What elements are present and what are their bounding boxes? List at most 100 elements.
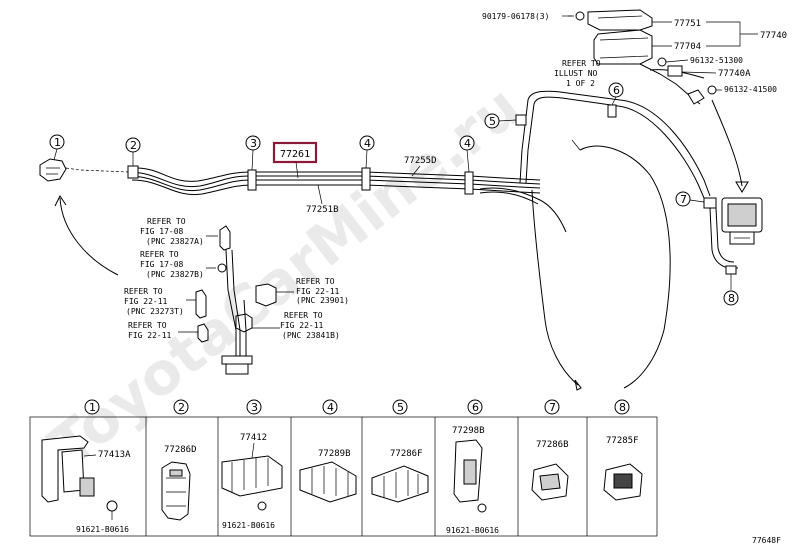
panel-4-part[interactable] bbox=[299, 461, 357, 503]
left-connector[interactable] bbox=[39, 158, 67, 182]
label-77740: 77740 bbox=[760, 31, 787, 41]
panel-3-part[interactable] bbox=[221, 455, 283, 511]
refer-to-area: REFER TO FIG 17-08 (PNC 23827A) REFER TO… bbox=[124, 217, 349, 375]
svg-text:8: 8 bbox=[619, 401, 626, 414]
direction-arrow bbox=[59, 197, 119, 276]
hose-77740A[interactable] bbox=[667, 65, 683, 77]
refer-6-l1: REFER TO bbox=[284, 311, 323, 320]
panel-2-part[interactable] bbox=[161, 461, 191, 521]
svg-text:5: 5 bbox=[489, 115, 496, 128]
refer-1-l2: FIG 17-08 bbox=[140, 227, 184, 236]
svg-text:1: 1 bbox=[54, 136, 61, 149]
label-77261-highlighted: 77261 bbox=[280, 149, 310, 160]
refer-2-l3: (PNC 23827B) bbox=[146, 270, 204, 279]
callouts: 1 2 3 4 4 5 6 7 8 bbox=[49, 82, 739, 306]
highlight-box[interactable] bbox=[272, 141, 318, 164]
svg-text:4: 4 bbox=[464, 137, 471, 150]
label-96132-41500: 96132-41500 bbox=[724, 85, 777, 94]
label-refer-illust-1: REFER TO bbox=[562, 59, 601, 68]
fitting-c[interactable] bbox=[195, 289, 207, 319]
callout-5: 5 bbox=[484, 113, 517, 129]
panel-6-label-a: 77298B bbox=[452, 426, 485, 436]
panel-8-part[interactable] bbox=[603, 463, 643, 501]
main-assembly bbox=[39, 9, 763, 391]
label-90179: 90179-06178(3) bbox=[482, 12, 549, 21]
panel-6-part[interactable] bbox=[453, 439, 487, 513]
clamp-96132-51300[interactable] bbox=[657, 57, 667, 67]
clamp-3[interactable] bbox=[247, 169, 257, 191]
panel-num-5: 5 bbox=[392, 399, 408, 415]
callout-4b: 4 bbox=[459, 135, 475, 173]
panel-num-2: 2 bbox=[173, 399, 189, 415]
svg-text:7: 7 bbox=[680, 193, 687, 206]
figure-code: 77648F bbox=[752, 536, 781, 545]
svg-text:2: 2 bbox=[130, 139, 137, 152]
svg-text:4: 4 bbox=[364, 137, 371, 150]
callout-3: 3 bbox=[245, 135, 261, 171]
refer-3-l3: (PNC 23273T) bbox=[126, 307, 184, 316]
fitting-b[interactable] bbox=[217, 263, 227, 273]
main-labels: 90179-06178(3) 77751 77740 77704 REFER T… bbox=[272, 12, 787, 215]
clamp-6[interactable] bbox=[607, 104, 617, 118]
panel-1-label-b: 91621-B0616 bbox=[76, 525, 129, 534]
svg-text:7: 7 bbox=[549, 401, 556, 414]
panel-1-label-a: 77413A bbox=[98, 450, 131, 460]
panel-num-4: 4 bbox=[322, 399, 338, 415]
svg-text:6: 6 bbox=[613, 84, 620, 97]
refer-1-l3: (PNC 23827A) bbox=[146, 237, 204, 246]
panel-num-3: 3 bbox=[246, 399, 262, 415]
label-77704: 77704 bbox=[674, 42, 701, 52]
callout-1: 1 bbox=[49, 134, 65, 161]
refer-5-l3: (PNC 23901) bbox=[296, 296, 349, 305]
clamp-8-hose[interactable] bbox=[725, 265, 737, 275]
panel-7-label-a: 77286B bbox=[536, 440, 569, 450]
bracket-77751[interactable] bbox=[587, 9, 653, 31]
fitting-a[interactable] bbox=[219, 225, 231, 251]
label-refer-illust-2: ILLUST NO bbox=[554, 69, 598, 78]
svg-text:2: 2 bbox=[178, 401, 185, 414]
clamp-4b[interactable] bbox=[464, 171, 474, 195]
callout-8: 8 bbox=[723, 290, 739, 306]
vsv-valve[interactable] bbox=[721, 197, 763, 245]
panel-7-part[interactable] bbox=[531, 463, 569, 501]
panel-num-7: 7 bbox=[544, 399, 560, 415]
panel-num-6: 6 bbox=[467, 399, 483, 415]
refer-3-l2: FIG 22-11 bbox=[124, 297, 168, 306]
panel-3-label-a: 77412 bbox=[240, 433, 267, 443]
svg-text:8: 8 bbox=[728, 292, 735, 305]
label-96132-51300: 96132-51300 bbox=[690, 56, 743, 65]
clamp-96132-41500[interactable] bbox=[707, 85, 717, 95]
callout-4a: 4 bbox=[359, 135, 375, 169]
label-77740A: 77740A bbox=[718, 69, 751, 79]
callout-7: 7 bbox=[675, 191, 705, 207]
clamp-4a[interactable] bbox=[361, 167, 371, 191]
panel-6-label-b: 91621-B0616 bbox=[446, 526, 499, 535]
refer-5-l2: FIG 22-11 bbox=[296, 287, 340, 296]
svg-text:1: 1 bbox=[89, 401, 96, 414]
panel-5-label-a: 77286F bbox=[390, 449, 423, 459]
svg-text:6: 6 bbox=[472, 401, 479, 414]
fitting-d[interactable] bbox=[197, 323, 209, 343]
svg-text:5: 5 bbox=[397, 401, 404, 414]
refer-6-l2: FIG 22-11 bbox=[280, 321, 324, 330]
label-refer-illust-3: 1 OF 2 bbox=[566, 79, 595, 88]
panel-num-8: 8 bbox=[614, 399, 630, 415]
panel-4-label-a: 77289B bbox=[318, 449, 351, 459]
refer-2-l1: REFER TO bbox=[140, 250, 179, 259]
panel-5-part[interactable] bbox=[371, 465, 429, 503]
canister-77704[interactable] bbox=[593, 29, 653, 65]
panel-num-1: 1 bbox=[84, 399, 100, 415]
refer-5-l1: REFER TO bbox=[296, 277, 335, 286]
detail-panels: 1 2 3 4 5 6 7 8 77413A 91621-B0616 77286… bbox=[29, 399, 658, 537]
label-77251B: 77251B bbox=[306, 205, 339, 215]
fitting-e[interactable] bbox=[255, 283, 277, 307]
clamp-7[interactable] bbox=[703, 197, 717, 209]
label-77255D: 77255D bbox=[404, 156, 437, 166]
panel-1-part[interactable] bbox=[41, 435, 118, 520]
svg-text:3: 3 bbox=[251, 401, 258, 414]
clamp-5[interactable] bbox=[515, 114, 527, 126]
refer-2-l2: FIG 17-08 bbox=[140, 260, 184, 269]
clamp-2[interactable] bbox=[127, 165, 139, 179]
label-77751: 77751 bbox=[674, 19, 701, 29]
